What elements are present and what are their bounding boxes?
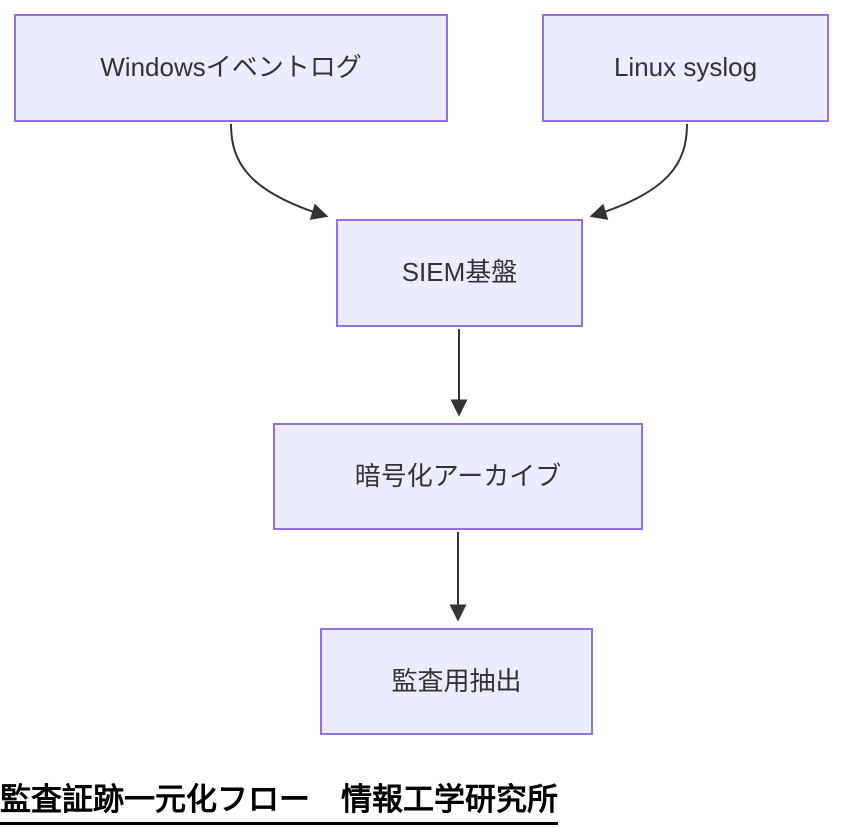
node-windows-event-log-label: Windowsイベントログ [100, 52, 362, 83]
edge-linux-to-siem [589, 123, 688, 220]
node-encrypted-archive: 暗号化アーカイブ [273, 423, 643, 530]
node-audit-extraction-label: 監査用抽出 [391, 665, 522, 696]
node-audit-extraction: 監査用抽出 [320, 628, 593, 735]
node-siem-platform-label: SIEM基盤 [401, 257, 518, 288]
node-encrypted-archive-label: 暗号化アーカイブ [354, 460, 562, 491]
node-siem-platform: SIEM基盤 [336, 219, 583, 327]
node-linux-syslog-label: Linux syslog [613, 52, 758, 83]
node-windows-event-log: Windowsイベントログ [14, 14, 448, 122]
edge-windows-to-siem [230, 123, 329, 220]
diagram-caption: 監査証跡一元化フロー 情報工学研究所 [0, 774, 558, 825]
node-linux-syslog: Linux syslog [542, 14, 829, 122]
